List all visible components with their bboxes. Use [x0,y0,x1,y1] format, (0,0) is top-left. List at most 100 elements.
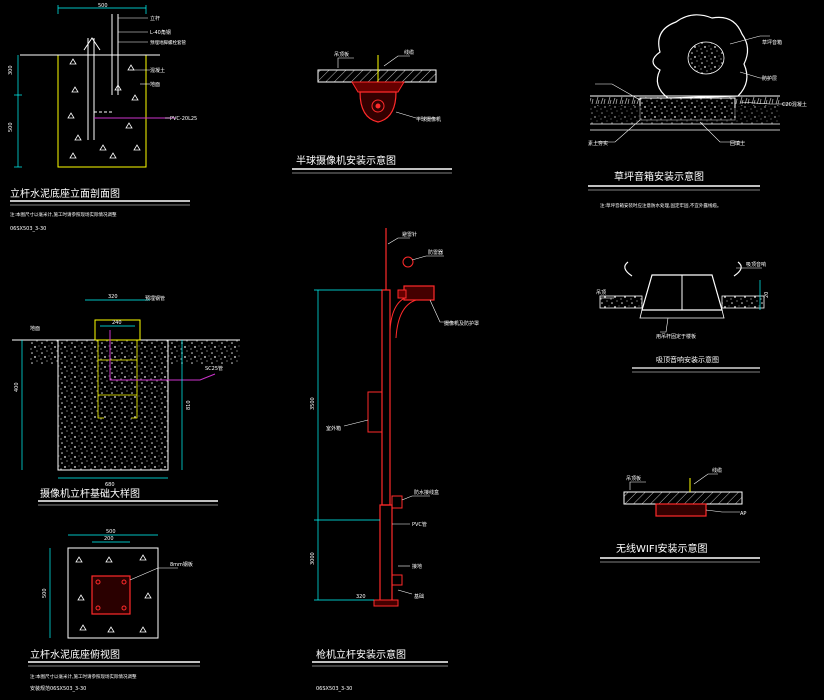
panel-title: 立杆水泥底座俯视图 [30,648,120,661]
dim-side: 20 [764,292,770,298]
dim-base: 320 [356,594,366,600]
foundation-section-panel: 500 300 500 立杆 L-40角钢 预埋地脚螺栓套管 混凝土 地面 PV… [8,3,197,232]
callout-ground: 地面 [30,325,40,332]
wifi-ap [655,503,707,517]
callout-pipe: 预埋钢管 [145,295,165,302]
ceiling-slab [623,491,743,505]
plan-dims [49,534,158,638]
callout-leaders [118,17,170,119]
callout-pvc: PVC管 [412,521,427,528]
backfill [590,106,780,124]
callout-ceiling: 吊顶 [596,290,606,296]
panel-ref: 安装规范06SX503_3-30 [30,685,86,692]
callout-backfill: 回填土 [730,140,745,147]
callout-ground: 接地 [412,563,422,570]
anchor-bolts [97,340,138,419]
callout-4: 混凝土 [150,67,165,74]
dim-outer: 500 [106,529,116,535]
pole-lower [379,504,393,603]
dim-left-lower: 500 [8,122,14,132]
dim-top: 500 [98,3,108,9]
speaker-grille [687,41,725,75]
ceiling-left [599,295,643,309]
camera-detail-panel: 320 240 680 400 810 地面 预埋钢管 SC25管 摄像机立杆基… [12,294,240,506]
callout-6: PVC-20L25 [170,116,197,122]
bolt-box [94,319,141,341]
hemisphere-camera-panel: 吊顶板 线缆 半球摄像机 半球摄像机安装示意图 [292,49,452,174]
foundation-block [57,54,147,168]
panel-note: 注:本图尺寸以毫米计,施工时请参照现场实际情况调整 [30,673,137,680]
dim-mid: 240 [112,320,122,326]
panel-title: 立杆水泥底座立面剖面图 [10,187,120,200]
panel-title: 吸顶音响安装示意图 [656,355,719,364]
concrete-foundation [57,339,169,471]
pole-upper [381,289,391,506]
dim-inner: 200 [104,536,114,542]
panel-note: 注:本图尺寸以毫米计,施工时请参照现场实际情况调整 [10,211,117,218]
dim-right: 810 [186,400,192,410]
callout-1: 立杆 [150,15,160,22]
ceiling-slab [317,69,437,83]
detail-dims [21,299,183,479]
callout-ap: AP [740,511,746,517]
plan-plate [91,575,131,615]
sound-wave-right [733,261,742,277]
camera-base [351,81,405,93]
plan-triangles [75,554,152,633]
panel-ref: 06SX503_3-30 [10,226,46,232]
callout-camera: 半球摄像机 [416,116,441,123]
panel-title: 无线WIFI安装示意图 [616,542,708,555]
callout-plate: 8mm钢板 [170,561,193,568]
callout-junction: 防水接线盒 [414,489,439,496]
callout-surge: 防雷器 [428,249,443,256]
dim-left: 500 [42,588,48,598]
dim-lower: 3000 [310,552,316,565]
gun-camera-pole-panel: 3500 3000 320 避雷针 防雷器 摄像机及防护罩 室外箱 防水接线盒 … [310,228,479,692]
callout-rod: 避雷针 [402,231,417,238]
callout-camera: 摄像机及防护罩 [444,320,479,327]
callout-speaker: 吸顶音响 [746,261,766,268]
callout-soil: 素土夯实 [588,140,608,147]
callout-cable: 线缆 [404,49,414,56]
dim-top: 320 [108,294,118,300]
conduit [109,330,216,381]
gun-camera-housing [403,285,435,301]
ceiling-right [721,295,765,309]
ceiling-speaker-panel: 20 吊顶 吸顶音响 用吊杆固定于楼板 吸顶音响安装示意图 [596,261,770,373]
callout-ceiling: 吊顶板 [334,51,349,58]
panel-title: 半球摄像机安装示意图 [296,154,396,167]
pole-dims [314,289,382,601]
callout-5: 地面 [150,81,160,88]
callout-concrete: C20混凝土 [782,101,807,108]
dim-upper: 3500 [310,397,316,410]
panel-ref: 06SX503_3-30 [316,686,352,692]
panel-title: 摄像机立杆基础大样图 [40,487,140,500]
panel-title: 枪机立杆安装示意图 [316,648,406,661]
dim-depth: 400 [14,382,20,392]
callout-ceiling: 吊顶板 [626,475,641,482]
plate-bolts [95,579,127,611]
callout-cable: 线缆 [712,467,722,474]
lawn-speaker-panel: 草坪音箱 防护层 C20混凝土 素土夯实 回填土 草坪音箱安装示意图 注:草坪音… [588,14,807,209]
dim-width: 680 [105,482,115,488]
panel-title: 草坪音箱安装示意图 [614,170,704,183]
panel-note: 注:草坪音箱安装时应注意防水处理,固定牢固,不宜外露线缆。 [600,202,721,209]
plan-outer [67,547,159,639]
callout-cover: 防护层 [762,75,777,82]
callout-2: L-40角钢 [150,29,171,36]
callout-fix: 用吊杆固定于楼板 [656,333,696,340]
camera-lens [371,99,385,113]
callout-foundation: 基础 [414,593,424,600]
camera-arm [389,295,411,331]
callout-3: 预埋地脚螺栓套管 [150,39,186,46]
foundation-plan-panel: 500 200 500 8mm钢板 立杆水泥底座俯视图 注:本图尺寸以毫米计,施… [28,529,200,692]
junction-box [391,495,403,509]
dim-left-upper: 300 [8,65,14,75]
callout-box: 室外箱 [326,425,341,432]
sound-wave-left [624,261,633,277]
dimension-lines [14,5,147,168]
callout-speaker: 草坪音箱 [762,39,782,46]
outdoor-box [367,391,383,433]
surge-protector [402,256,414,268]
